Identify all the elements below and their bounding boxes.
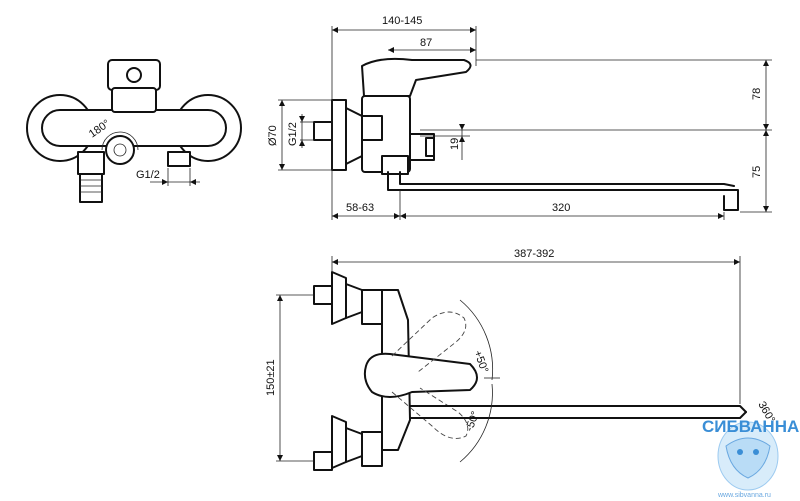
watermark-brand: СИБВАННА xyxy=(702,417,799,436)
overall-height-label: 140-145 xyxy=(382,15,422,27)
offset-label: 19 xyxy=(449,138,461,150)
front-view xyxy=(26,59,242,203)
watermark-logo xyxy=(717,421,779,491)
top-view xyxy=(276,256,747,471)
overall-length-label: 387-392 xyxy=(514,248,554,260)
handle-reach-label: 87 xyxy=(420,37,432,49)
side-view xyxy=(278,26,772,220)
centers-label: 150±21 xyxy=(265,359,277,396)
angle-down-label: -50° xyxy=(464,410,482,433)
watermark-url: www.sibvanna.ru xyxy=(717,492,771,499)
spout-length-label: 320 xyxy=(552,202,570,214)
wall-depth-label: 58-63 xyxy=(346,202,374,214)
front-thread-label: G1/2 xyxy=(136,169,160,181)
height-upper-label: 78 xyxy=(751,88,763,100)
diameter-label: Ø70 xyxy=(267,125,279,146)
height-lower-label: 75 xyxy=(751,166,763,178)
side-thread-label: G1/2 xyxy=(287,122,299,146)
